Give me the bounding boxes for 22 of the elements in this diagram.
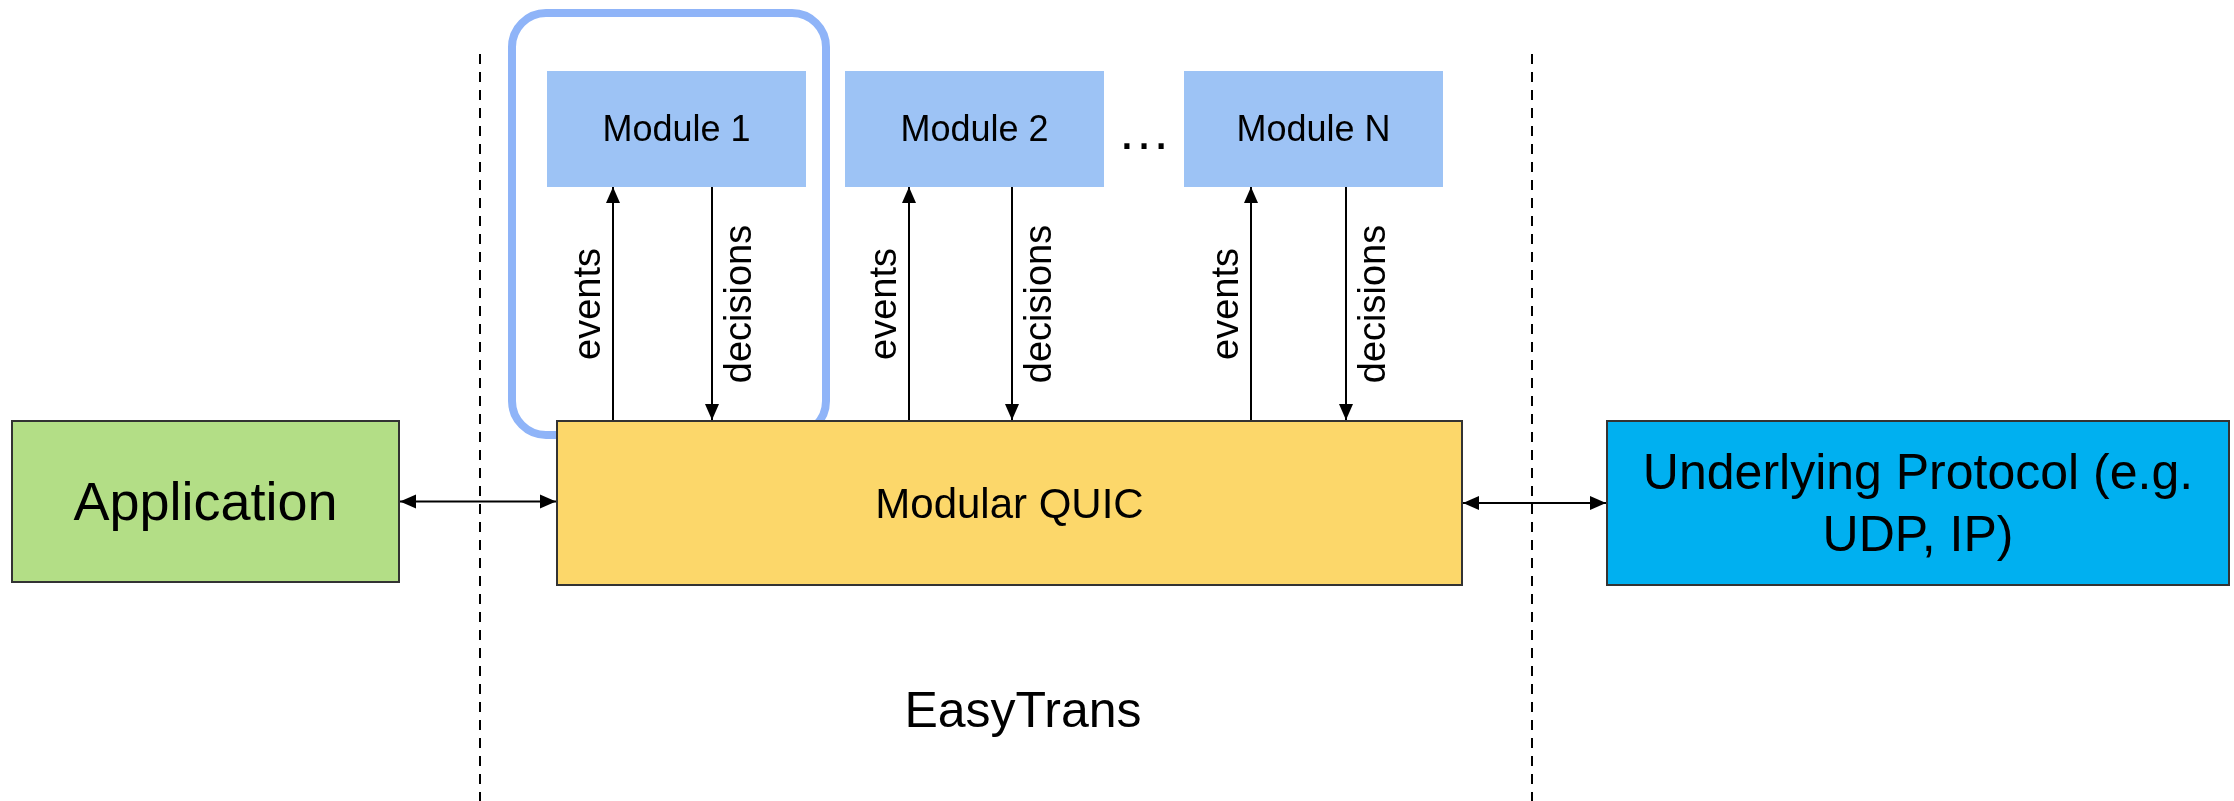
- module-box: [547, 71, 806, 187]
- node-label: Module 2: [900, 107, 1049, 151]
- node-label: Module N: [1236, 107, 1391, 151]
- arrow: [399, 494, 557, 509]
- arrow: [1244, 186, 1258, 421]
- arrow: [606, 186, 620, 421]
- node-label: Underlying Protocol (e.g. UDP, IP): [1641, 442, 2195, 564]
- module-box: [845, 71, 1104, 187]
- node-label: Module 1: [602, 107, 751, 151]
- process-box: [556, 420, 1463, 586]
- module-box: [1184, 71, 1443, 187]
- arrow: [705, 186, 719, 421]
- ellipsis: …: [1117, 98, 1171, 162]
- node-label: Application: [73, 470, 338, 533]
- arrow: [1005, 186, 1019, 421]
- arrow: [902, 186, 916, 421]
- arrow: [1462, 496, 1607, 510]
- protocol-box: [1606, 420, 2230, 586]
- arrow: [1339, 186, 1353, 421]
- application-box: [11, 420, 400, 583]
- node-label: Modular QUIC: [875, 478, 1144, 529]
- system-label: EasyTrans: [904, 680, 1142, 740]
